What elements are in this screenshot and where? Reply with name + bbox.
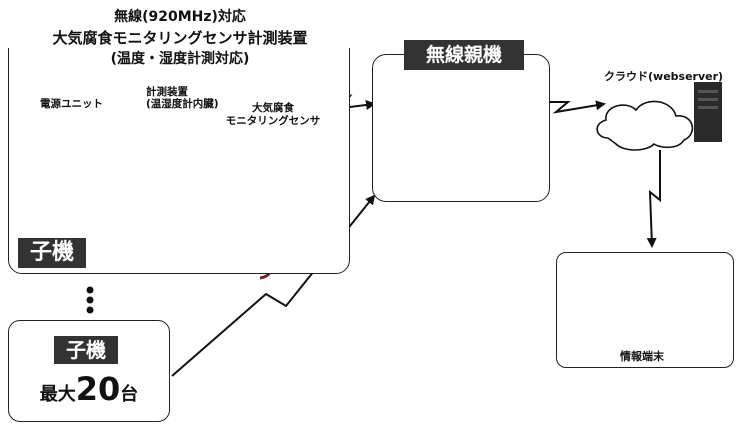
max-children-text: 最大20台 <box>24 370 154 408</box>
server-icon <box>694 82 722 142</box>
max-count: 20 <box>75 370 121 408</box>
parent-unit-panel <box>372 54 550 202</box>
sensor-label-line-1: 大気腐食 <box>252 102 294 114</box>
measuring-device-label: 計測装置 (温湿度計内臓) <box>146 86 219 110</box>
measuring-device-label-line-2: (温湿度計内臓) <box>146 98 219 110</box>
ellipsis-dots <box>86 286 94 314</box>
title-line-1: 無線(920MHz)対応 <box>0 6 360 26</box>
measuring-device-label-line-1: 計測装置 <box>146 86 188 98</box>
child-group-title: 無線(920MHz)対応 大気腐食モニタリングセンサ計測装置 (温度・湿度計測対… <box>0 0 360 74</box>
sensor-label-line-2: モニタリングセンサ <box>225 115 321 127</box>
cloud-icon <box>596 100 694 151</box>
max-prefix: 最大 <box>39 384 76 405</box>
terminal-panel <box>556 252 734 368</box>
wireless-link-cloud-to-terminal <box>646 150 661 248</box>
wireless-link-parent-to-cloud <box>542 100 606 114</box>
max-children-badge: 子機 <box>54 336 118 364</box>
max-suffix: 台 <box>120 384 139 405</box>
sensor-label: 大気腐食 モニタリングセンサ <box>218 102 328 128</box>
power-unit-label: 電源ユニット <box>40 98 103 110</box>
parent-unit-badge: 無線親機 <box>404 40 524 70</box>
title-line-2: 大気腐食モニタリングセンサ計測装置 <box>0 27 360 48</box>
terminal-label: 情報端末 <box>620 350 664 363</box>
child-badge: 子機 <box>18 238 86 268</box>
cloud-label: クラウド(webserver) <box>604 70 724 83</box>
title-line-3: (温度・湿度計測対応) <box>110 51 250 67</box>
